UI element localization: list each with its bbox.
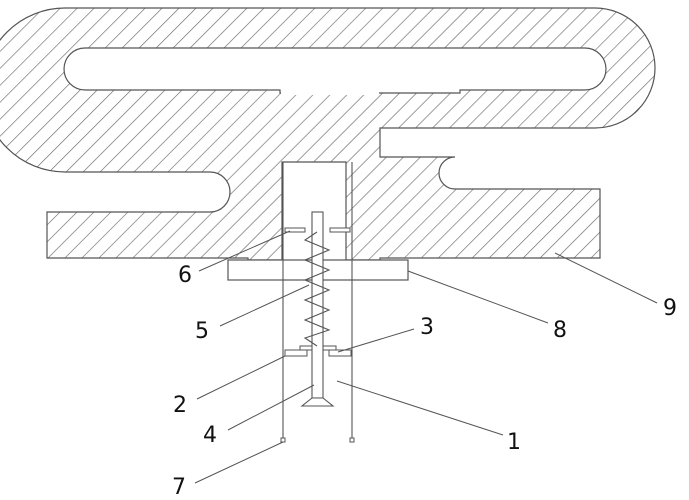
leader-9: [554, 252, 658, 304]
upper-ring-right: [329, 227, 351, 233]
lower-stop-left: [284, 349, 308, 357]
leader-1: [336, 380, 504, 436]
housing-body: [0, 7, 656, 261]
leader-8: [407, 270, 549, 324]
label-7: 7: [172, 475, 186, 500]
compression-spring: [303, 231, 331, 347]
leader-2: [196, 355, 286, 400]
label-2: 2: [173, 393, 187, 418]
sleeve-end-left: [280, 437, 286, 443]
plunger-head: [300, 397, 335, 407]
label-6: 6: [178, 263, 192, 288]
leader-3: [337, 328, 415, 353]
label-1: 1: [507, 430, 521, 455]
sleeve-end-right: [349, 437, 355, 443]
leader-4: [227, 384, 315, 431]
label-4: 4: [203, 423, 217, 448]
leader-6: [198, 230, 291, 272]
lower-stop-right: [328, 349, 352, 357]
label-5: 5: [195, 319, 209, 344]
leader-7: [194, 441, 284, 484]
leader-5: [219, 284, 310, 327]
cavity-join: [281, 89, 379, 95]
upper-ring-left: [284, 227, 306, 233]
label-9: 9: [663, 296, 677, 321]
label-8: 8: [553, 318, 567, 343]
label-3: 3: [420, 315, 434, 340]
